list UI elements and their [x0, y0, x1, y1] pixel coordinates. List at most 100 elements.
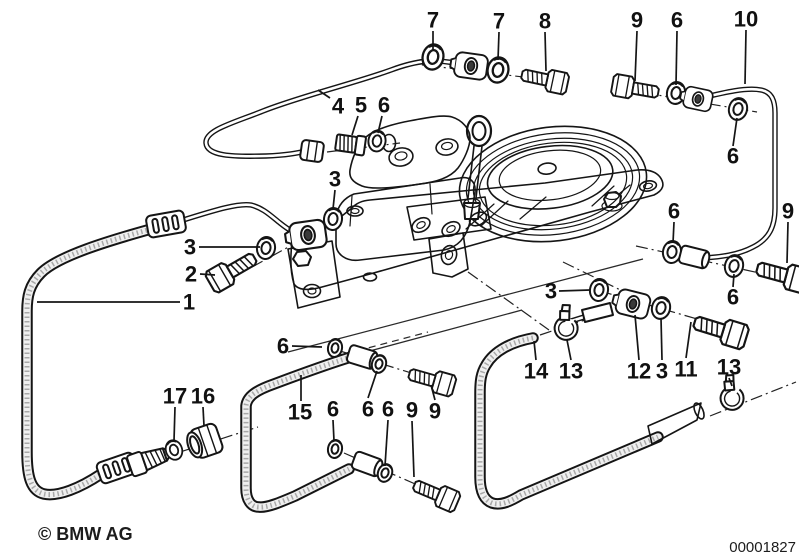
- hose-1: [21, 223, 157, 501]
- banjo-fitting: [448, 49, 490, 82]
- callout-leader: [732, 273, 735, 288]
- washer-3: [253, 234, 279, 262]
- callout-label-8: 8: [539, 9, 551, 34]
- washer-6: [325, 437, 345, 461]
- callout-label-6: 6: [727, 144, 739, 169]
- callout-leader: [332, 189, 336, 210]
- callout-leader: [430, 384, 436, 401]
- callout-leader: [544, 31, 547, 72]
- callout-leader: [566, 339, 572, 361]
- callout-label-7: 7: [493, 9, 505, 34]
- callout-leader: [173, 406, 176, 442]
- washer-3: [586, 276, 612, 304]
- callout-label-6: 6: [327, 397, 339, 422]
- callout-leader: [675, 30, 678, 86]
- callout-leader: [533, 340, 537, 361]
- pipe-hose1-to-banjo: [177, 201, 307, 238]
- callout-label-5: 5: [355, 93, 367, 118]
- pipe-10: [698, 86, 778, 261]
- callout-leader: [728, 377, 733, 387]
- copyright-text: © BMW AG: [38, 524, 133, 544]
- pump-cover: [349, 115, 471, 189]
- callout-label-9: 9: [406, 398, 418, 423]
- manifold-plane-line: [287, 258, 644, 353]
- callout-label-3: 3: [545, 279, 557, 304]
- callout-label-16: 16: [191, 384, 215, 409]
- carburetor-assembly: [287, 114, 664, 371]
- banjo-bolt-9: [405, 362, 459, 399]
- washer-3: [648, 293, 674, 323]
- callout-label-7: 7: [427, 8, 439, 33]
- callout-leader: [786, 221, 789, 264]
- fasteners: [94, 40, 799, 515]
- callout-leader: [672, 221, 675, 244]
- banjo-bolt-8: [518, 63, 571, 96]
- callout-label-6: 6: [668, 199, 680, 224]
- callout-label-9: 9: [631, 8, 643, 33]
- callout-leader: [497, 31, 500, 61]
- callout-label-13: 13: [717, 355, 741, 380]
- flange-plate: [288, 169, 664, 291]
- hose-clamp-ferrule: [144, 208, 188, 240]
- callout-label-6: 6: [382, 397, 394, 422]
- fitting-12-barb: [565, 302, 614, 325]
- callout-leader: [660, 317, 663, 361]
- callout-label-4: 4: [332, 94, 345, 119]
- callout-label-3: 3: [656, 359, 668, 384]
- callout-leader: [351, 115, 359, 136]
- callout-label-17: 17: [163, 384, 187, 409]
- callout-leader: [199, 273, 216, 276]
- callout-leader: [291, 345, 323, 348]
- callout-label-12: 12: [627, 359, 651, 384]
- banjo-fitting-12: [609, 286, 653, 321]
- callout-label-3: 3: [329, 167, 341, 192]
- callout-leader: [685, 321, 692, 359]
- callout-label-10: 10: [734, 7, 758, 32]
- banjo-fitting: [282, 217, 329, 253]
- callout-leader: [377, 115, 383, 134]
- bracket: [428, 232, 469, 278]
- pipe-end-fitting: [677, 243, 712, 271]
- hose-15: [240, 351, 357, 513]
- callout-label-15: 15: [288, 400, 312, 425]
- air-horn: [458, 125, 648, 243]
- document-number: 00001827: [729, 539, 796, 556]
- banjo-bolt-2: [202, 246, 262, 296]
- flare-nut: [298, 138, 326, 164]
- callout-label-6: 6: [277, 334, 289, 359]
- callout-label-11: 11: [674, 357, 697, 382]
- hose-14: [474, 332, 705, 510]
- callout-label-6: 6: [378, 93, 390, 118]
- callout-label-6: 6: [671, 8, 683, 33]
- callout-label-13: 13: [559, 359, 583, 384]
- banjo-bolt-11: [689, 309, 751, 352]
- callout-leader: [202, 406, 205, 427]
- washer-3: [321, 205, 345, 233]
- callout-leader: [558, 289, 591, 292]
- callout-leader: [634, 30, 638, 82]
- callout-leader: [744, 29, 747, 85]
- banjo-bolt-9: [409, 473, 463, 515]
- callout-leader: [332, 419, 335, 442]
- callout-leader: [634, 314, 640, 361]
- callout-label-9: 9: [429, 399, 441, 424]
- callout-label-1: 1: [183, 290, 195, 315]
- banjo-bolt-9: [752, 254, 799, 296]
- callout-leader: [384, 419, 389, 467]
- callout-label-2: 2: [185, 262, 197, 287]
- callout-label-9: 9: [782, 199, 794, 224]
- hose-14-taper: [647, 402, 702, 445]
- callout-leader: [367, 370, 378, 399]
- callout-label-6: 6: [727, 285, 739, 310]
- callout-label-6: 6: [362, 397, 374, 422]
- callout-leader: [411, 420, 415, 478]
- pipe-4: [203, 58, 468, 159]
- callout-label-3: 3: [184, 235, 196, 260]
- washer-6: [725, 94, 751, 124]
- hose-clamp-13: [551, 301, 584, 344]
- callout-leader: [732, 117, 738, 147]
- union-nut-16: [182, 421, 226, 463]
